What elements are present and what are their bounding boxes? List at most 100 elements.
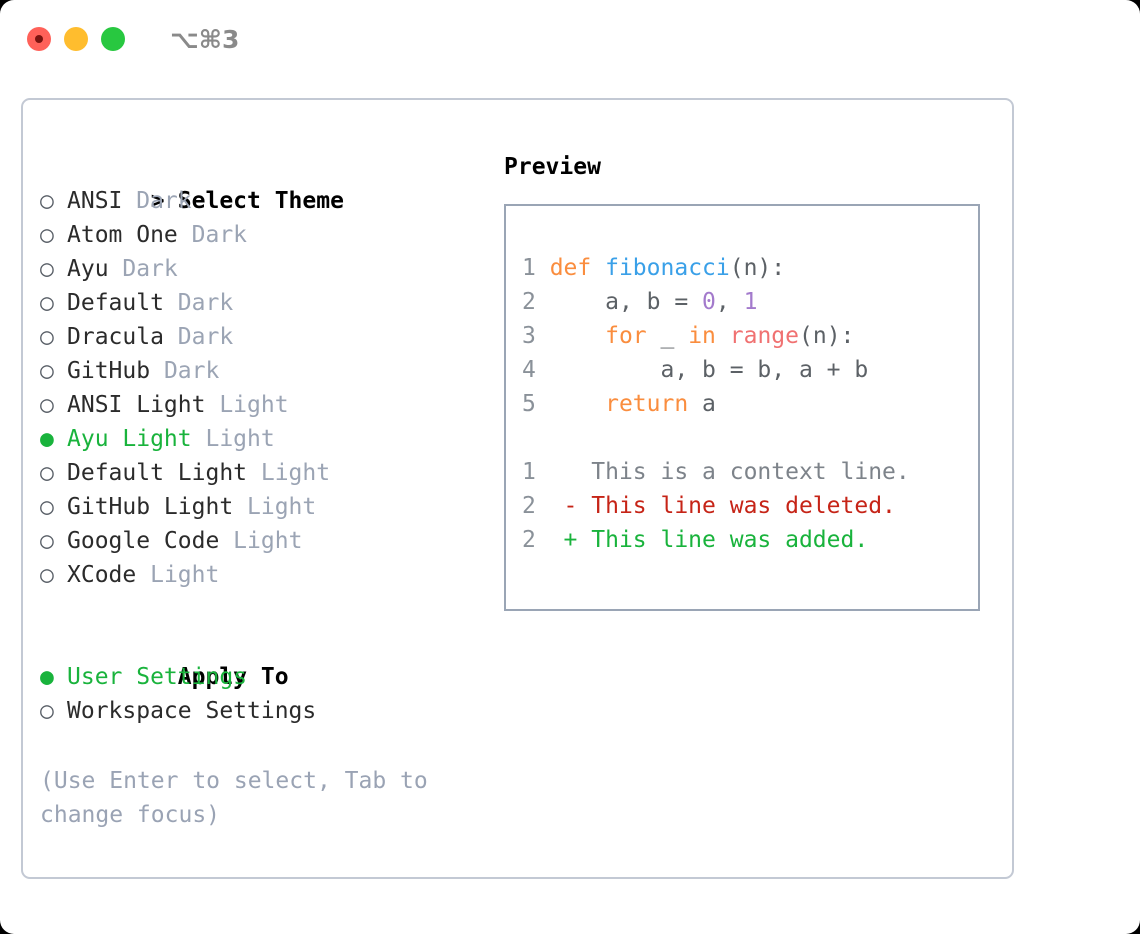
theme-option-variant-badge: Dark (163, 324, 234, 350)
theme-option-0[interactable]: ○ ANSI Dark (40, 184, 480, 218)
code-line-0: 1 def fibonacci(n): (522, 251, 978, 285)
code-line-1: 2 a, b = 0, 1 (522, 285, 978, 319)
theme-option-11[interactable]: ○ XCode Light (40, 558, 480, 592)
radio-unselected-icon: ○ (40, 290, 68, 316)
code-line-2: 3 for _ in range(n): (522, 319, 978, 353)
theme-option-7[interactable]: ● Ayu Light Light (40, 422, 480, 456)
theme-option-label: ANSI (67, 188, 123, 214)
diff-marker-icon: + (563, 527, 592, 553)
code-line-number: 4 (522, 357, 550, 383)
apply-to-header-label: Apply To (177, 664, 289, 690)
code-line-number: 5 (522, 391, 550, 417)
radio-unselected-icon: ○ (40, 562, 68, 588)
theme-option-10[interactable]: ○ Google Code Light (40, 524, 480, 558)
diff-line-2: 2 + This line was added. (522, 523, 978, 557)
diff-line-number: 1 (522, 459, 564, 485)
theme-option-label: Ayu (67, 256, 109, 282)
theme-option-8[interactable]: ○ Default Light Light (40, 456, 480, 490)
apply-to-option-list: ● User Settings○ Workspace Settings (40, 660, 480, 728)
code-token-builtin: range (729, 323, 799, 349)
maximize-button[interactable] (101, 27, 125, 51)
code-token-kw: def (549, 255, 592, 281)
keyboard-shortcut-label: ⌥⌘3 (170, 24, 240, 54)
code-line-3: 4 a, b = b, a + b (522, 353, 978, 387)
code-line-number: 2 (522, 289, 550, 315)
theme-option-label: ANSI Light (67, 392, 206, 418)
theme-list-header-label: Select Theme (177, 188, 344, 214)
theme-option-3[interactable]: ○ Default Dark (40, 286, 480, 320)
preview-column: Preview 1 def fibonacci(n):2 a, b = 0, 1… (504, 150, 994, 611)
code-token-num: 1 (743, 289, 758, 315)
apply-to-option-label: Workspace Settings (67, 698, 317, 724)
diff-line-number: 2 (522, 493, 564, 519)
theme-option-6[interactable]: ○ ANSI Light Light (40, 388, 480, 422)
theme-option-variant-badge: Dark (108, 256, 178, 282)
theme-option-variant-badge: Light (219, 528, 303, 554)
theme-list-column: > Select Theme ○ ANSI Dark○ Atom One Dar… (40, 150, 480, 832)
code-token-fn: fibonacci (605, 255, 730, 281)
code-token-kw: in (688, 323, 716, 349)
theme-option-variant-badge: Light (191, 426, 275, 452)
theme-option-variant-badge: Light (233, 494, 317, 520)
theme-option-4[interactable]: ○ Dracula Dark (40, 320, 480, 354)
diff-line-text: This line was deleted. (591, 493, 896, 519)
radio-unselected-icon: ○ (40, 324, 68, 350)
code-diff-spacer (522, 421, 978, 455)
diff-line-1: 2 - This line was deleted. (522, 489, 978, 523)
theme-option-variant-badge: Light (205, 392, 289, 418)
title-bar: ⌥⌘3 (0, 0, 1140, 78)
apply-to-option-1[interactable]: ○ Workspace Settings (40, 694, 480, 728)
minimize-button[interactable] (64, 27, 88, 51)
diff-line-0: 1 This is a context line. (522, 455, 978, 489)
theme-option-label: GitHub (67, 358, 151, 384)
radio-unselected-icon: ○ (40, 256, 68, 282)
apply-to-option-label: User Settings (67, 664, 248, 690)
window-controls (27, 27, 125, 51)
theme-option-label: Default Light (67, 460, 248, 486)
radio-unselected-icon: ○ (40, 494, 68, 520)
theme-option-variant-badge: Dark (163, 290, 234, 316)
theme-option-2[interactable]: ○ Ayu Dark (40, 252, 480, 286)
theme-list-header: > Select Theme (40, 150, 480, 214)
diff-marker-icon (564, 459, 592, 485)
theme-option-1[interactable]: ○ Atom One Dark (40, 218, 480, 252)
code-token-plain (591, 255, 605, 281)
code-token-plain: a, b = (549, 289, 703, 315)
theme-option-label: Atom One (67, 222, 178, 248)
radio-unselected-icon: ○ (40, 358, 68, 384)
diff-line-number: 2 (522, 527, 564, 553)
theme-option-label: Default (67, 290, 164, 316)
code-token-plain (550, 391, 605, 417)
theme-option-variant-badge: Light (247, 460, 331, 486)
code-token-plain: , (715, 289, 744, 315)
theme-option-variant-badge: Dark (150, 358, 220, 384)
code-token-plain: a, b = b, a + b (549, 357, 869, 383)
radio-selected-icon: ● (40, 426, 68, 452)
theme-option-label: Google Code (67, 528, 220, 554)
diff-marker-icon: - (563, 493, 592, 519)
code-token-num: 0 (702, 289, 716, 315)
theme-option-5[interactable]: ○ GitHub Dark (40, 354, 480, 388)
theme-option-variant-badge: Light (136, 562, 220, 588)
radio-unselected-icon: ○ (40, 528, 68, 554)
code-token-plain: a (688, 391, 716, 417)
theme-option-label: XCode (67, 562, 137, 588)
code-token-plain: (n): (729, 255, 786, 281)
apply-to-option-0[interactable]: ● User Settings (40, 660, 480, 694)
apply-to-header: Apply To (40, 626, 480, 690)
code-line-4: 5 return a (522, 387, 978, 421)
radio-unselected-icon: ○ (40, 188, 68, 214)
radio-unselected-icon: ○ (40, 392, 68, 418)
code-token-plain (716, 323, 730, 349)
theme-option-9[interactable]: ○ GitHub Light Light (40, 490, 480, 524)
theme-option-label: Dracula (67, 324, 164, 350)
code-line-number: 1 (522, 255, 550, 281)
code-token-kw: for (605, 323, 647, 349)
close-button[interactable] (27, 27, 51, 51)
code-line-number: 3 (522, 323, 550, 349)
theme-selector-panel: > Select Theme ○ ANSI Dark○ Atom One Dar… (21, 98, 1014, 879)
code-token-kw: return (605, 391, 689, 417)
